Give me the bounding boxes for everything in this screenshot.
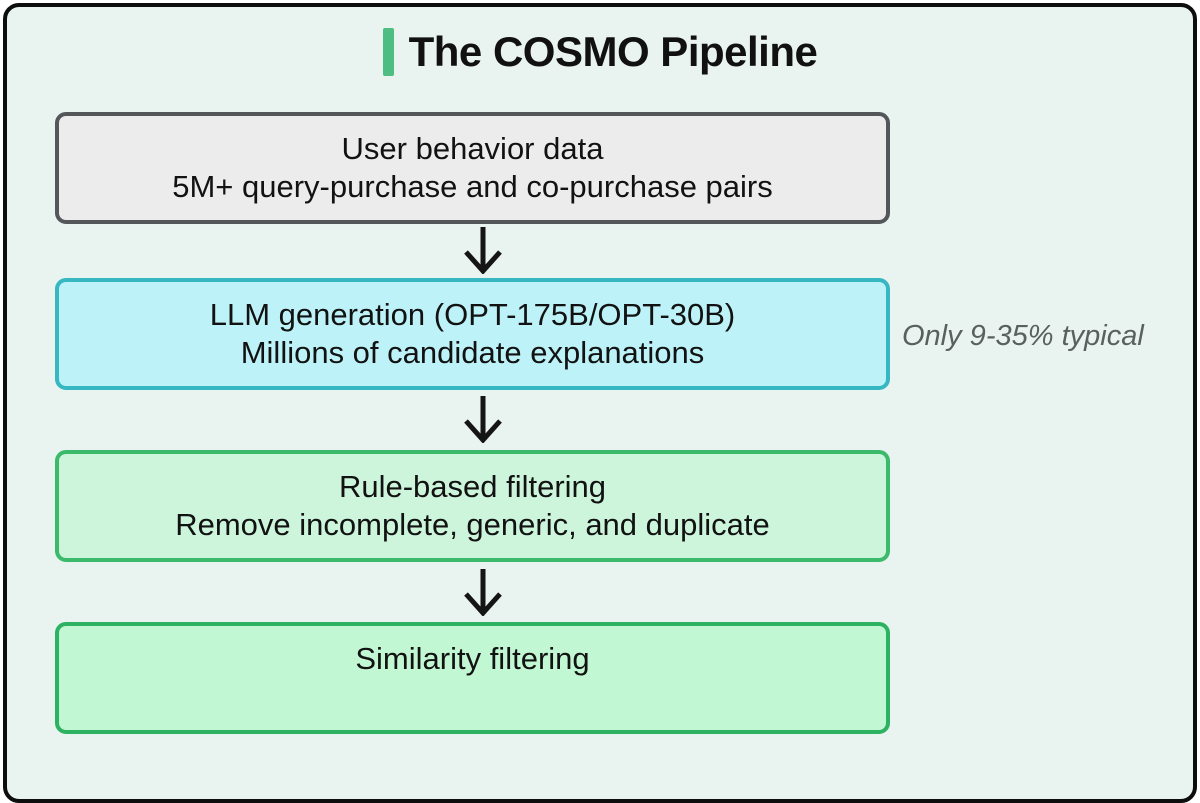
step-title: Similarity filtering: [355, 641, 590, 676]
step-title: User behavior data: [341, 131, 604, 166]
step-title: Rule-based filtering: [338, 469, 607, 504]
title-accent-bar: [382, 28, 394, 76]
down-arrow-icon: [461, 395, 505, 443]
pipeline-step-user-behavior-data: User behavior data 5M+ query-purchase an…: [55, 112, 890, 224]
pipeline-step-llm-generation: LLM generation (OPT-175B/OPT-30B) Millio…: [55, 278, 890, 390]
down-arrow-icon: [461, 568, 505, 616]
side-note: Only 9-35% typical: [902, 320, 1144, 352]
page-title: The COSMO Pipeline: [408, 28, 818, 75]
step-subtitle: Remove incomplete, generic, and duplicat…: [175, 507, 770, 542]
down-arrow-icon: [461, 226, 505, 274]
step-title: LLM generation (OPT-175B/OPT-30B): [209, 297, 736, 332]
step-subtitle: Millions of candidate explanations: [240, 335, 705, 370]
step-subtitle: 5M+ query-purchase and co-purchase pairs: [172, 169, 773, 204]
pipeline-step-rule-based-filtering: Rule-based filtering Remove incomplete, …: [55, 450, 890, 562]
title-row: The COSMO Pipeline: [0, 28, 1200, 76]
pipeline-step-similarity-filtering: Similarity filtering: [55, 622, 890, 734]
